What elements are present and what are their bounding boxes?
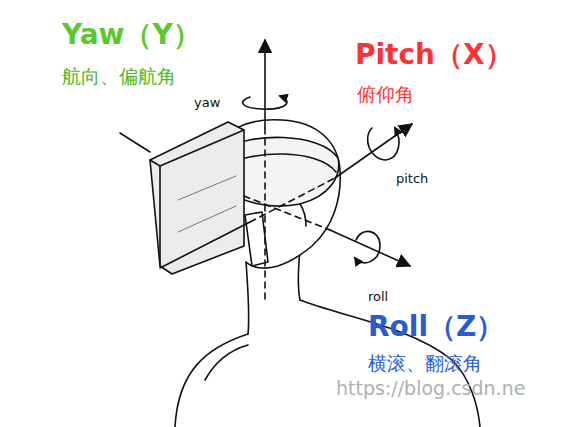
rotation-label: pitch	[396, 172, 428, 186]
axis-title: Pitch（X）	[355, 40, 513, 71]
axis-description: 俯仰角	[357, 84, 414, 105]
rotation-label: roll	[368, 290, 388, 304]
axis-title: Roll（Z）	[368, 312, 504, 343]
watermark: https://blog.csdn.ne	[336, 378, 525, 399]
axis-description: 横滚、翻滚角	[368, 353, 482, 374]
axis-title: Yaw（Y）	[62, 20, 201, 51]
axis-description: 航向、偏航角	[62, 66, 176, 87]
rotation-label: yaw	[194, 96, 220, 110]
